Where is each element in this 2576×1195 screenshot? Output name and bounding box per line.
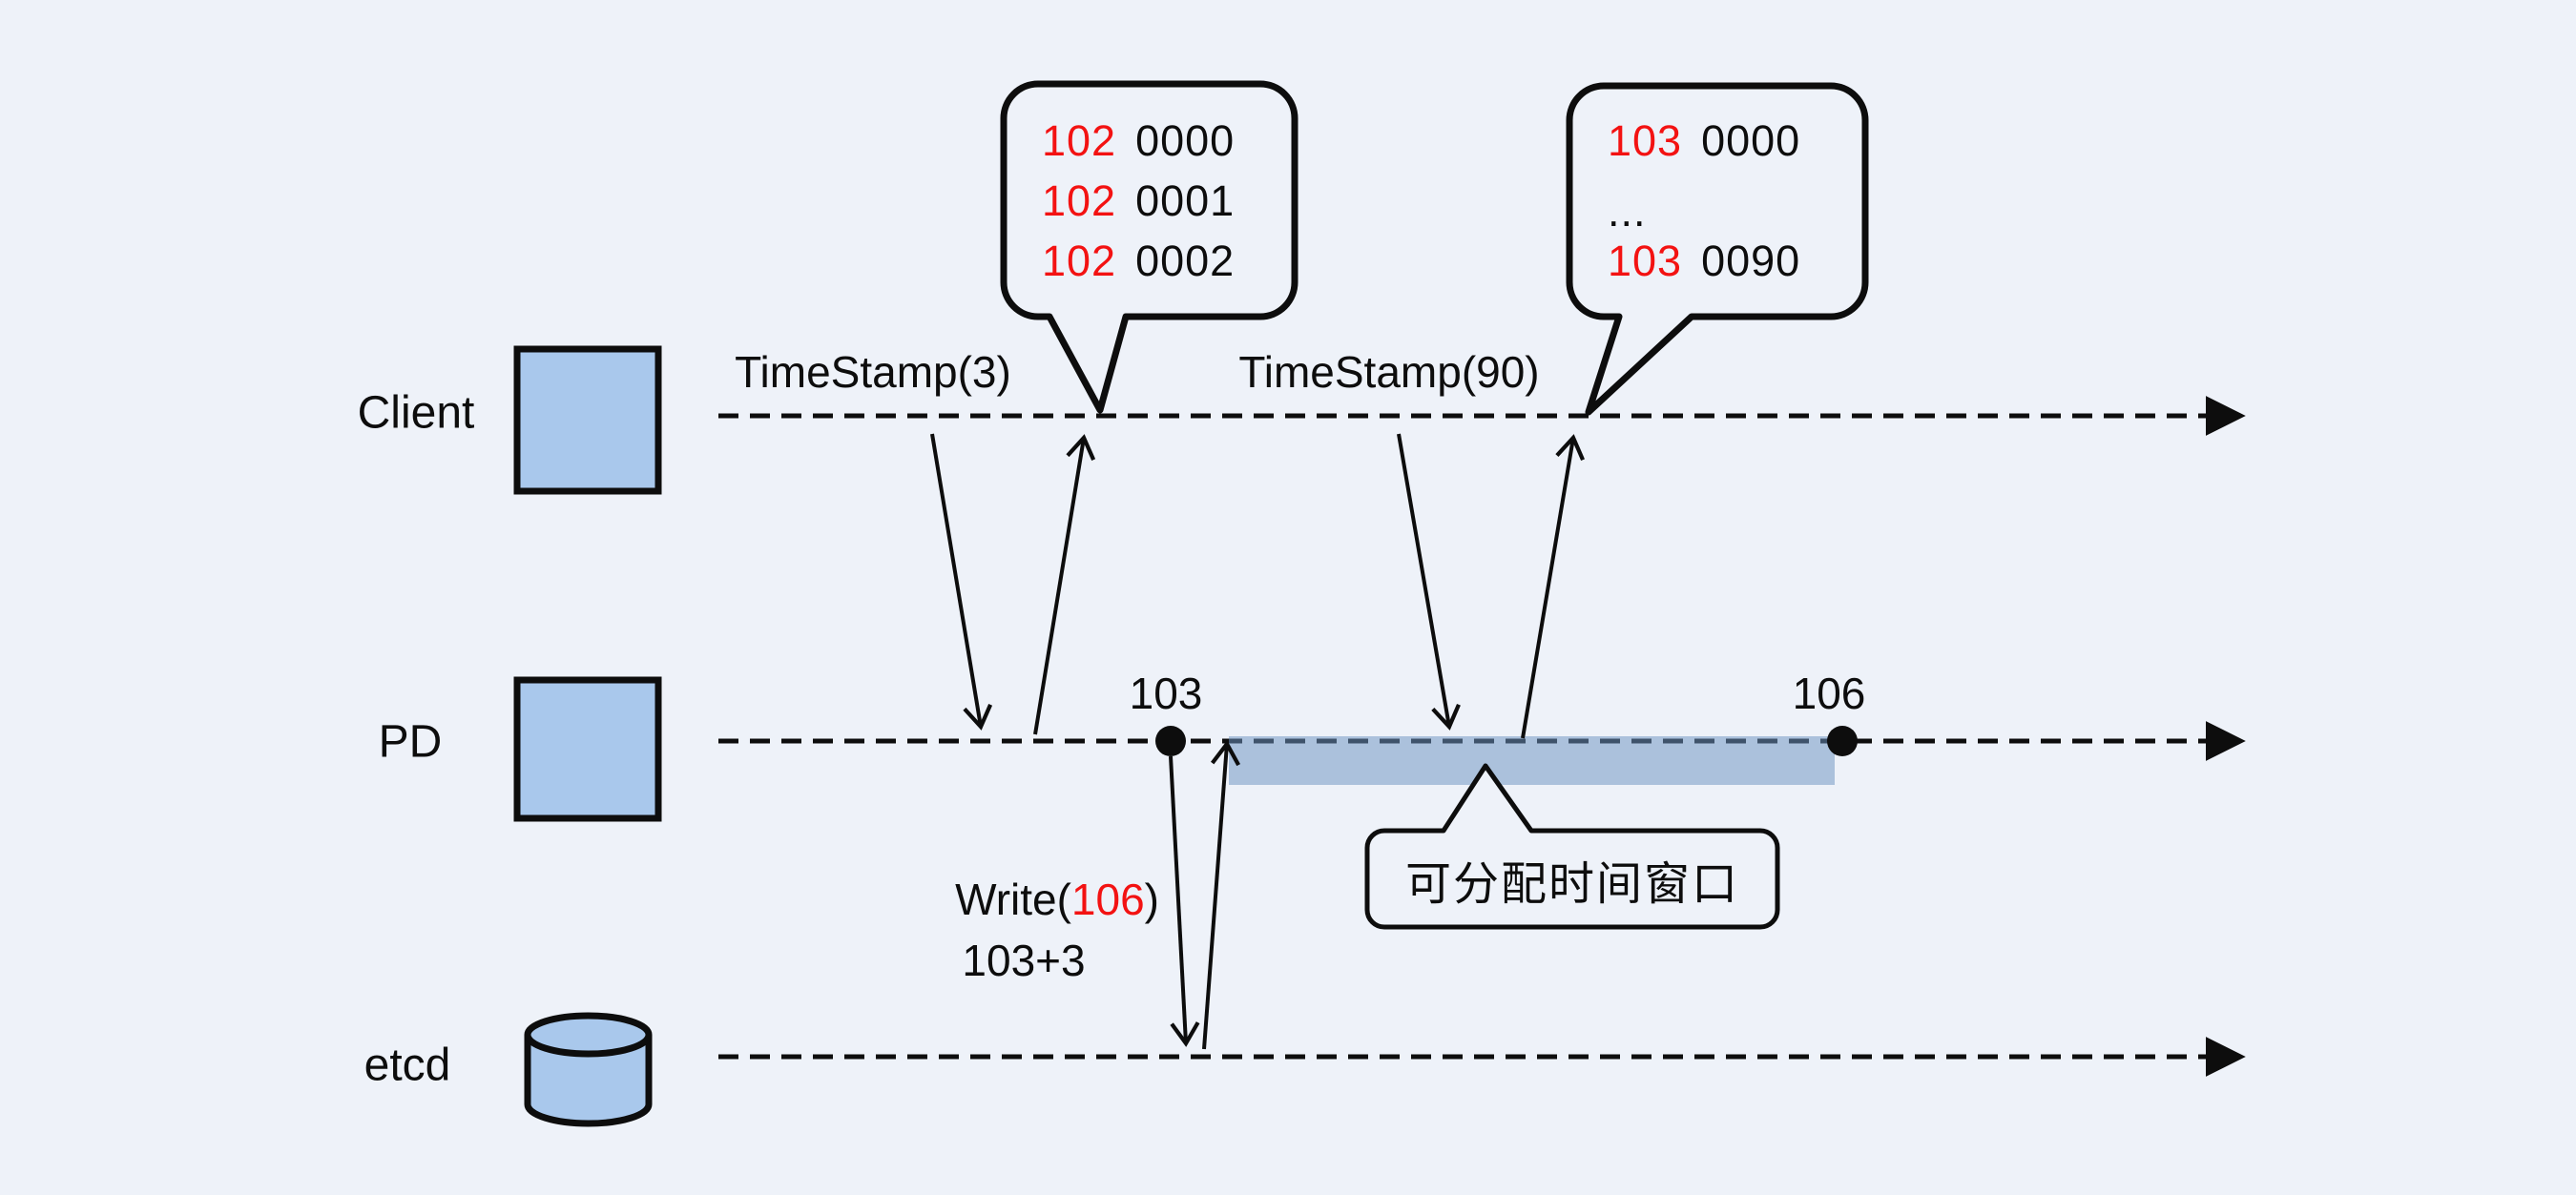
window-end-label: 106 [1792, 669, 1866, 718]
physical-time-value: 102 [1042, 237, 1117, 285]
physical-time-value: 102 [1042, 176, 1117, 225]
ts3-speech-bubble [1000, 80, 1298, 414]
client-lane-label: Client [357, 387, 475, 439]
timestamp90-label: TimeStamp(90) [1238, 347, 1540, 397]
point-106-dot [1827, 726, 1858, 756]
ts90-response-arrow [1521, 434, 1586, 739]
client-node-box [513, 345, 662, 495]
etcd-ack-arrow [1202, 740, 1240, 1050]
physical-time-value: 103 [1608, 116, 1683, 165]
ts90-request-arrow [1397, 433, 1461, 731]
ts3-response-arrow [1033, 434, 1096, 735]
allocatable-window-label: 可分配时间窗口 [1404, 859, 1740, 910]
write-formula-label: 103+3 [962, 936, 1086, 985]
etcd-write-label: Write(106) [955, 875, 1159, 924]
allocatable-window-bar [1229, 736, 1835, 785]
point-103-dot [1155, 726, 1186, 756]
ts90-speech-bubble [1566, 82, 1869, 416]
physical-time-value: 103 [1608, 237, 1683, 285]
ts90-bubble-ellipsis: ... [1608, 187, 1647, 236]
window-start-label: 103 [1129, 669, 1203, 718]
ts3-request-arrow [930, 433, 993, 731]
etcd-write-arrow [1169, 755, 1200, 1047]
window-callout-bubble [1364, 763, 1780, 930]
pd-lane-label: PD [378, 716, 443, 768]
etcd-lane-label: etcd [364, 1040, 451, 1091]
physical-time-value: 102 [1042, 116, 1117, 165]
timestamp3-label: TimeStamp(3) [735, 347, 1011, 397]
write-value: 106 [1070, 875, 1145, 924]
pd-node-box [513, 676, 662, 822]
etcd-database-icon [524, 1012, 653, 1127]
